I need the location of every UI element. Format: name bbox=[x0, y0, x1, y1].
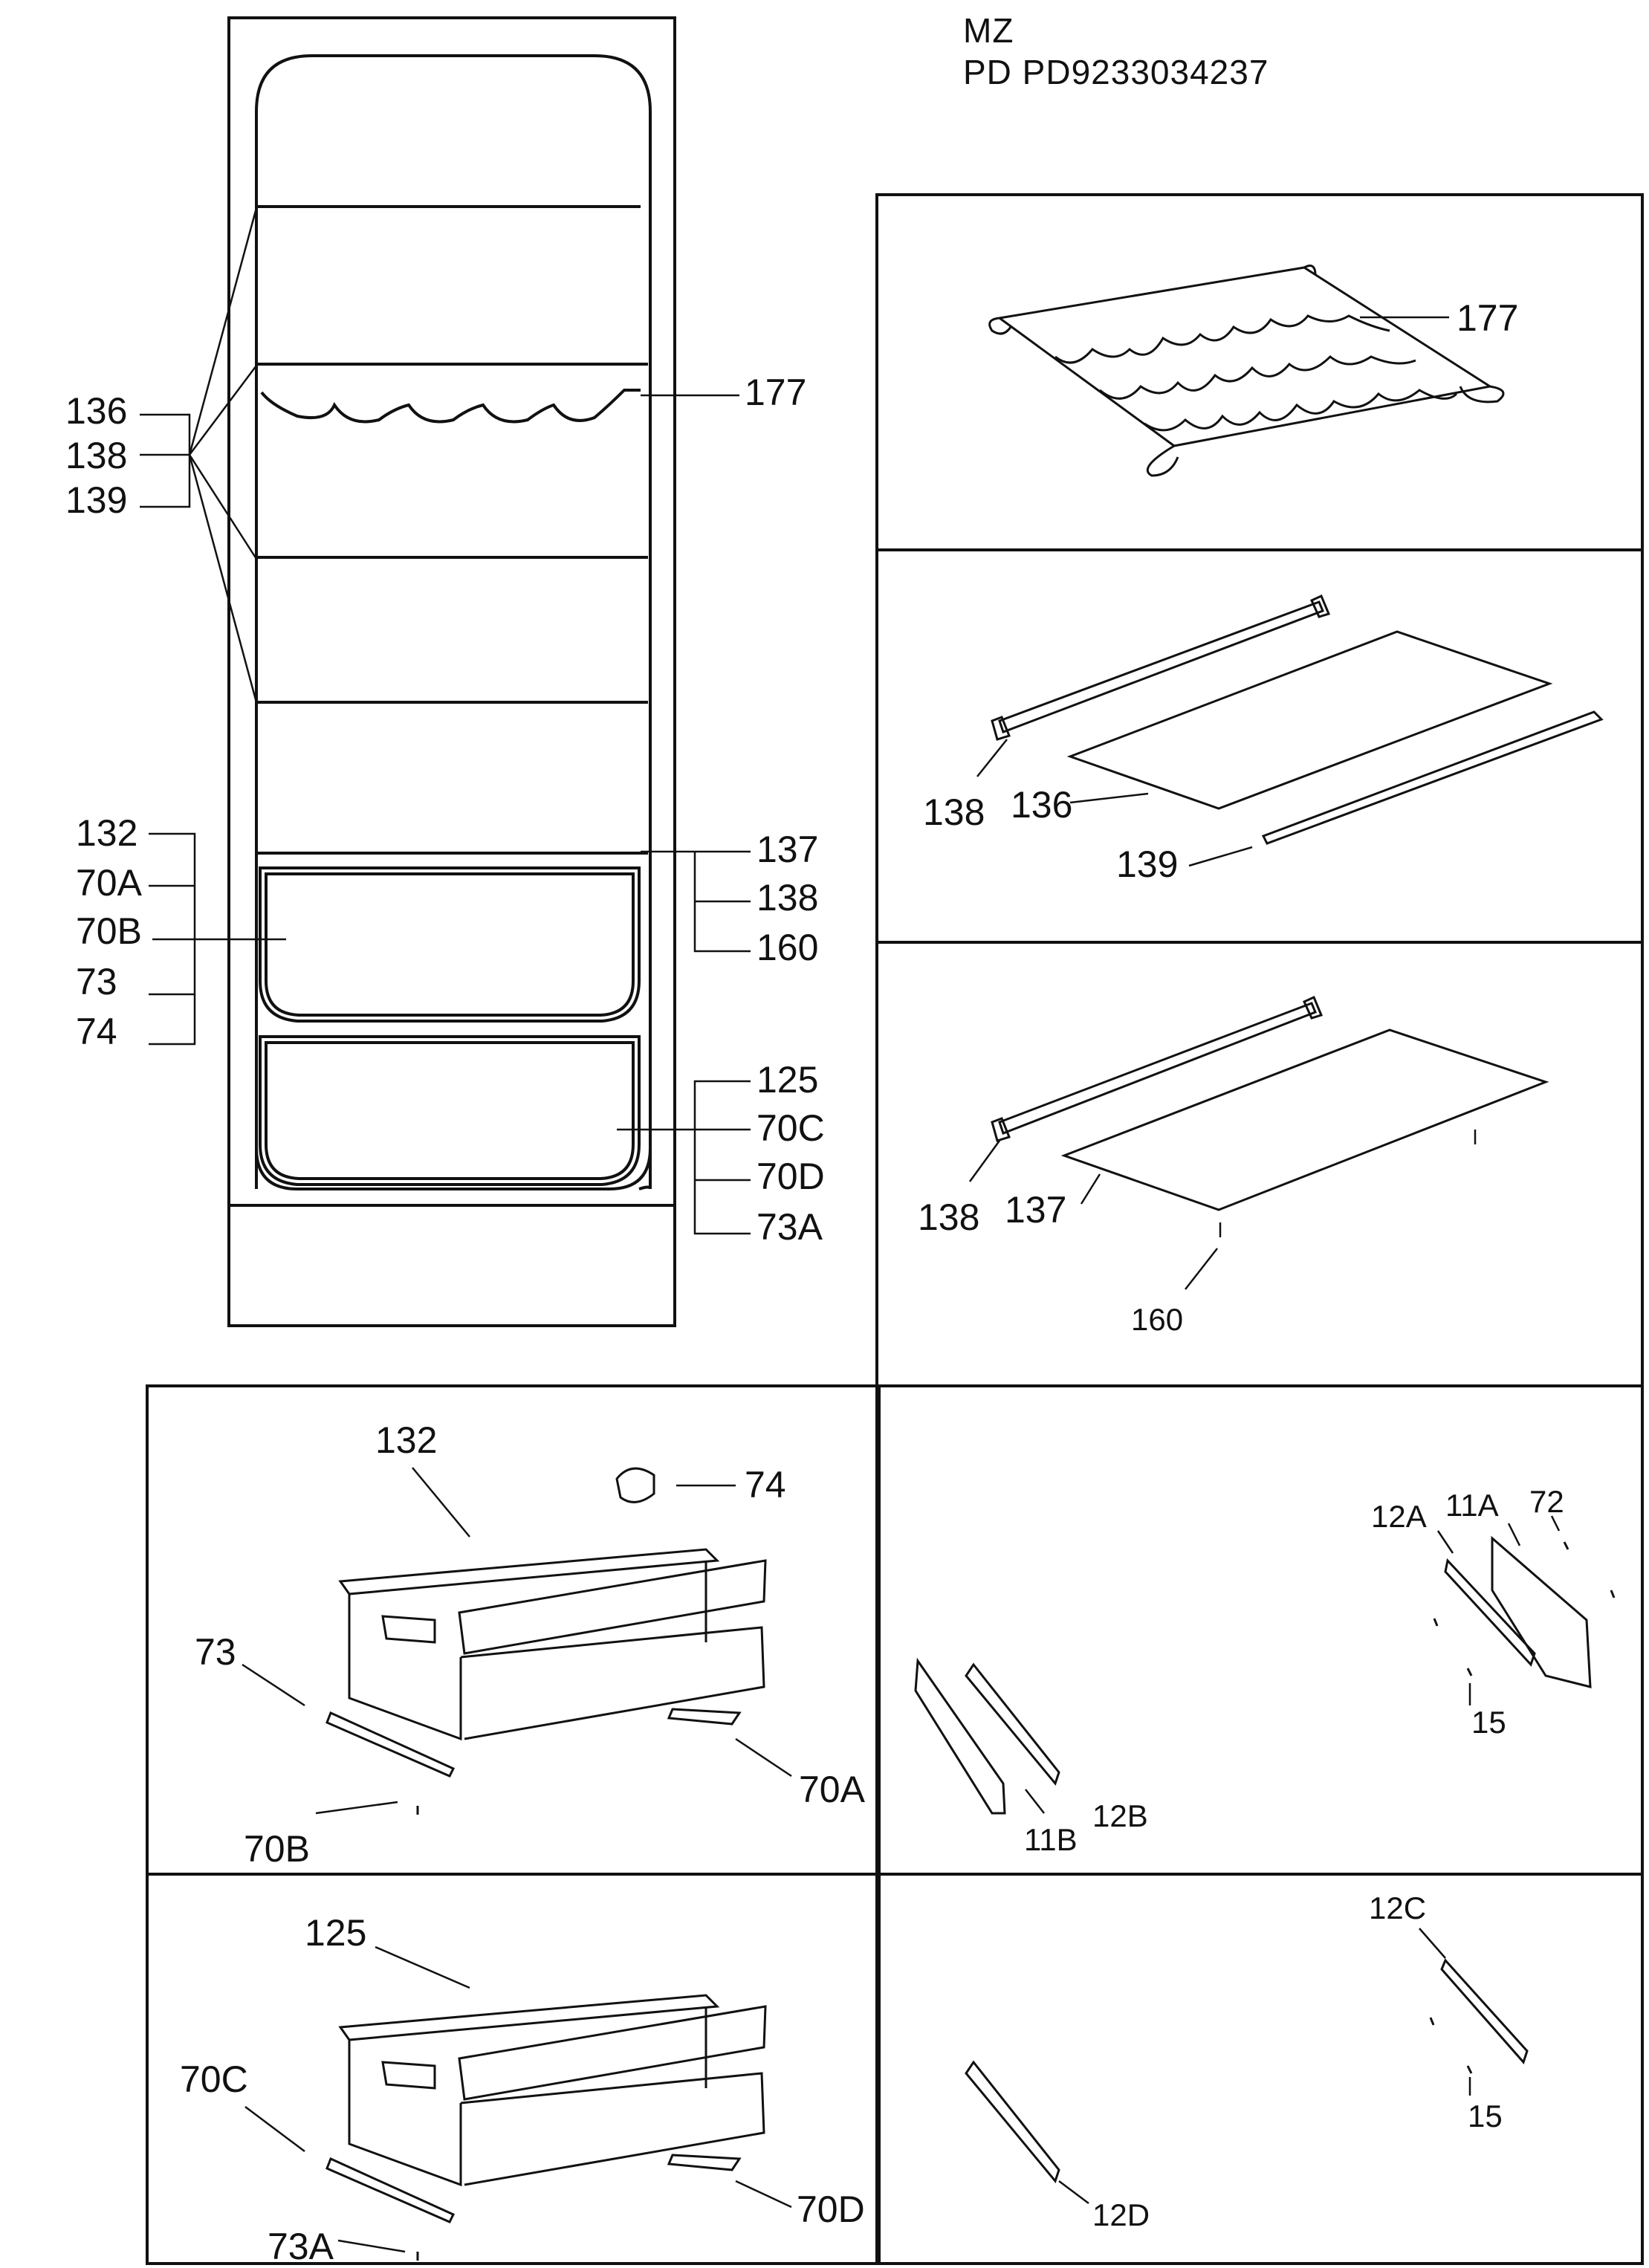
label-70a: 70A bbox=[76, 862, 143, 904]
label-74: 74 bbox=[76, 1011, 117, 1052]
wine-rack-drawing bbox=[988, 265, 1505, 477]
glass-divider-label-160: 160 bbox=[1131, 1302, 1183, 1337]
glass-divider-label-138: 138 bbox=[918, 1196, 979, 1238]
rails-label-11a: 11A bbox=[1445, 1488, 1499, 1523]
upper-drawer-label-70b: 70B bbox=[244, 1828, 310, 1870]
rails-lower-label-12d: 12D bbox=[1092, 2197, 1150, 2232]
label-138: 138 bbox=[65, 435, 127, 476]
lower-drawer-label-70d: 70D bbox=[797, 2188, 865, 2230]
label-70c: 70C bbox=[757, 1107, 825, 1149]
leaders-lower-group bbox=[617, 1080, 751, 1235]
label-73: 73 bbox=[76, 961, 117, 1002]
leaders-divider-group bbox=[641, 850, 751, 953]
label-70b: 70B bbox=[76, 910, 142, 952]
label-139: 139 bbox=[65, 479, 127, 521]
label-132: 132 bbox=[76, 812, 137, 854]
label-177: 177 bbox=[745, 372, 806, 413]
upper-rails-drawing bbox=[914, 1515, 1616, 1815]
glass-shelf-label-139: 139 bbox=[1116, 843, 1178, 885]
label-136: 136 bbox=[65, 390, 127, 432]
rails-label-72: 72 bbox=[1529, 1484, 1564, 1519]
rails-label-15: 15 bbox=[1471, 1705, 1506, 1740]
upper-drawer-label-73: 73 bbox=[195, 1631, 236, 1673]
label-160: 160 bbox=[757, 927, 818, 968]
lower-drawer-label-125: 125 bbox=[305, 1912, 366, 1954]
label-137: 137 bbox=[757, 829, 818, 870]
lower-rails-drawing bbox=[965, 1928, 1529, 2204]
wine-rack-outline bbox=[260, 389, 641, 424]
rails-label-12a: 12A bbox=[1371, 1499, 1427, 1534]
lower-drawer-label-73a: 73A bbox=[268, 2226, 334, 2267]
product-number: PD PD9233034237 bbox=[963, 53, 1269, 91]
shelf-lines bbox=[256, 205, 648, 855]
rails-label-12b: 12B bbox=[1092, 1798, 1148, 1833]
labels-panels: 177 138 136 139 138 137 160 132 74 73 70… bbox=[180, 297, 1564, 2267]
wine-rack-label-177: 177 bbox=[1457, 297, 1518, 339]
lower-drawer-label-70c: 70C bbox=[180, 2058, 248, 2100]
glass-shelf-drawing bbox=[976, 594, 1604, 867]
model-code: MZ bbox=[963, 11, 1014, 50]
upper-drawer-drawing bbox=[242, 1467, 792, 1815]
glass-shelf-label-138: 138 bbox=[923, 791, 985, 833]
upper-drawer-label-70a: 70A bbox=[799, 1769, 866, 1810]
label-138b: 138 bbox=[757, 877, 818, 918]
cabinet-overview bbox=[140, 16, 751, 1327]
panel-frames bbox=[146, 193, 1644, 2265]
lower-drawer-drawing bbox=[244, 1945, 792, 2261]
rails-lower-label-12c: 12C bbox=[1369, 1890, 1426, 1925]
glass-shelf-label-136: 136 bbox=[1011, 784, 1072, 826]
labels-overview: 136 138 139 177 132 70A 70B 73 74 137 13… bbox=[65, 372, 825, 1248]
drawer-lower-outline bbox=[259, 1035, 641, 1186]
drawer-upper-outline bbox=[259, 866, 641, 1023]
leaders-shelf-group bbox=[140, 207, 739, 703]
rails-lower-label-15: 15 bbox=[1468, 2099, 1503, 2133]
label-70d: 70D bbox=[757, 1156, 825, 1197]
upper-drawer-label-132: 132 bbox=[375, 1419, 437, 1461]
label-73a: 73A bbox=[757, 1206, 823, 1248]
upper-drawer-label-74: 74 bbox=[745, 1464, 786, 1506]
glass-divider-drawing bbox=[968, 995, 1549, 1290]
glass-divider-label-137: 137 bbox=[1005, 1189, 1066, 1231]
label-125: 125 bbox=[757, 1059, 818, 1101]
rails-label-11b: 11B bbox=[1024, 1822, 1078, 1857]
leaders-drawer-group bbox=[149, 832, 286, 1046]
